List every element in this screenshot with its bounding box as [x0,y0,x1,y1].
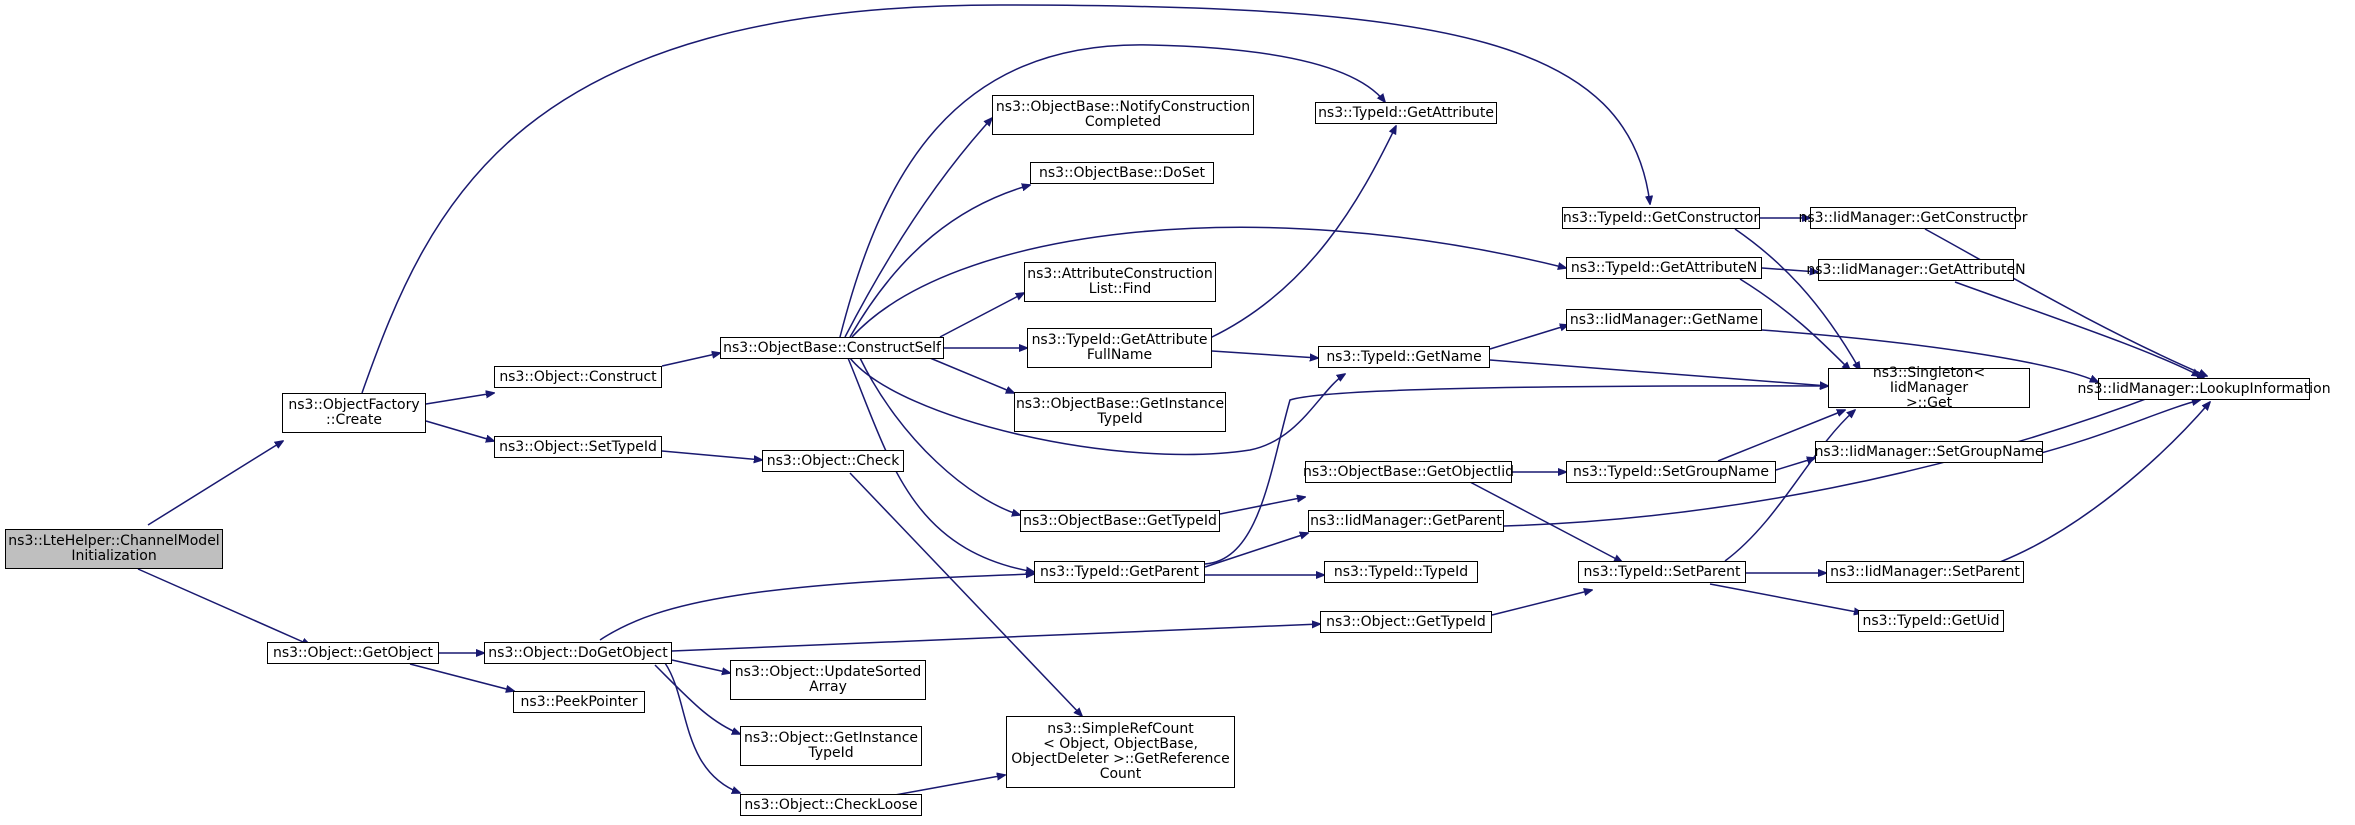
node-object-construct[interactable]: ns3::Object::Construct [494,366,662,388]
edge [1489,359,1828,386]
node-object-base-construct-self[interactable]: ns3::ObjectBase::ConstructSelf [720,337,944,359]
edge [661,450,762,460]
node-object-base-do-set[interactable]: ns3::ObjectBase::DoSet [1030,162,1214,184]
node-type-id-get-uid[interactable]: ns3::TypeId::GetUid [1858,610,2004,632]
edge [1739,278,1850,370]
node-attribute-construction-list-find[interactable]: ns3::AttributeConstruction List::Find [1024,262,1216,302]
edge [1491,590,1592,616]
node-type-id-get-parent[interactable]: ns3::TypeId::GetParent [1034,561,1205,583]
edge [1469,481,1622,562]
node-type-id-get-attribute-full-name[interactable]: ns3::TypeId::GetAttribute FullName [1027,328,1212,368]
node-type-id-get-attribute[interactable]: ns3::TypeId::GetAttribute [1315,102,1497,124]
edge [847,357,1034,572]
edge [1219,497,1305,515]
edge [839,44,1385,338]
edge [929,357,1014,393]
node-object-get-object[interactable]: ns3::Object::GetObject [267,642,439,664]
edge [1211,350,1318,358]
edge [939,293,1024,338]
node-iid-manager-set-parent[interactable]: ns3::IidManager::SetParent [1826,561,2024,583]
edge [1724,410,1855,562]
edge [1761,329,2098,382]
edge [1734,228,1860,370]
node-object-do-get-object[interactable]: ns3::Object::DoGetObject [484,642,672,664]
edge [654,664,740,734]
edge [1924,228,2207,376]
edge [894,775,1005,796]
edge [425,420,494,441]
node-object-set-type-id[interactable]: ns3::Object::SetTypeId [494,436,662,458]
edge [1999,402,2210,563]
edges [137,4,2210,796]
edge [661,353,720,367]
node-peek-pointer[interactable]: ns3::PeekPointer [513,691,645,713]
edge [1209,126,1396,339]
edge [1709,583,1862,613]
node-type-id-get-name[interactable]: ns3::TypeId::GetName [1318,346,1490,368]
node-type-id-set-group-name[interactable]: ns3::TypeId::SetGroupName [1566,461,1776,483]
edge [851,226,1566,338]
edge [664,662,740,793]
edge [849,185,1030,338]
edge [859,357,1020,515]
node-type-id-get-attribute-n[interactable]: ns3::TypeId::GetAttributeN [1566,257,1762,279]
node-object-base-notify-construction-completed[interactable]: ns3::ObjectBase::NotifyConstruction Comp… [992,95,1254,135]
node-iid-manager-get-constructor[interactable]: ns3::IidManager::GetConstructor [1798,207,2028,229]
edge [1775,458,1815,471]
edge [844,118,992,338]
node-object-get-instance-type-id[interactable]: ns3::Object::GetInstance TypeId [740,726,922,766]
edge [1489,325,1568,350]
edge [849,357,1345,456]
edge [425,393,494,405]
edge [1954,281,2200,376]
node-type-id-set-parent[interactable]: ns3::TypeId::SetParent [1578,561,1746,583]
edge [1204,533,1308,568]
edge [1717,410,1845,462]
edge [1503,376,2205,527]
node-object-check-loose[interactable]: ns3::Object::CheckLoose [740,794,922,816]
node-iid-manager-lookup-information[interactable]: ns3::IidManager::LookupInformation [2077,378,2331,400]
node-object-factory-create[interactable]: ns3::ObjectFactory ::Create [282,393,426,433]
edge [1761,268,1818,272]
edge [147,441,283,526]
edge [849,472,1082,716]
edge [409,663,514,691]
node-type-id-type-id[interactable]: ns3::TypeId::TypeId [1324,561,1478,583]
node-iid-manager-get-attribute-n[interactable]: ns3::IidManager::GetAttributeN [1806,259,2026,281]
node-lte-helper-channel-model-initialization: ns3::LteHelper::ChannelModel Initializat… [5,529,223,569]
node-object-update-sorted-array[interactable]: ns3::Object::UpdateSorted Array [730,660,926,700]
node-singleton-iid-manager-get[interactable]: ns3::Singleton< IidManager >::Get [1828,365,2030,410]
node-simple-ref-count-get-reference-count[interactable]: ns3::SimpleRefCount < Object, ObjectBase… [1006,716,1235,788]
node-iid-manager-set-group-name[interactable]: ns3::IidManager::SetGroupName [1815,441,2043,463]
node-iid-manager-get-name[interactable]: ns3::IidManager::GetName [1566,309,1762,331]
edge [671,659,730,673]
edge [137,568,310,645]
node-object-get-type-id[interactable]: ns3::Object::GetTypeId [1320,611,1492,633]
node-object-base-get-instance-type-id[interactable]: ns3::ObjectBase::GetInstance TypeId [1014,392,1226,432]
node-object-base-get-type-id[interactable]: ns3::ObjectBase::GetTypeId [1020,510,1220,532]
edge [599,574,1034,641]
edge [361,4,1650,394]
node-type-id-get-constructor[interactable]: ns3::TypeId::GetConstructor [1562,207,1760,229]
node-object-base-get-object-iid[interactable]: ns3::ObjectBase::GetObjectIid [1303,461,1514,483]
edge [671,624,1320,652]
edge [1204,386,1828,565]
node-object-check[interactable]: ns3::Object::Check [762,450,904,472]
node-iid-manager-get-parent[interactable]: ns3::IidManager::GetParent [1308,510,1504,532]
